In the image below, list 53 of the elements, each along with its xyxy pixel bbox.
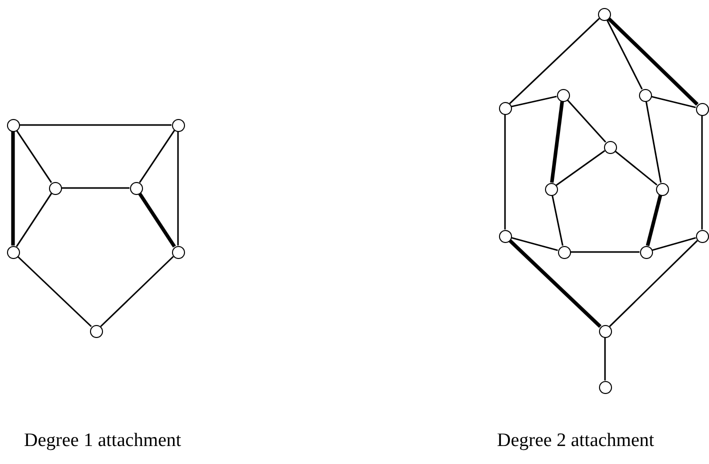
vertex-circle — [556, 88, 570, 102]
vertex-circle — [696, 102, 708, 116]
edge-line — [701, 116, 703, 230]
edge-line — [511, 96, 557, 108]
vertex-circle — [498, 102, 512, 114]
thick-edge-line — [11, 132, 15, 246]
vertex-circle — [638, 88, 652, 102]
edge-line — [62, 187, 130, 189]
edge-line — [566, 99, 606, 143]
vertex-circle — [696, 230, 708, 242]
vertex-circle — [598, 324, 612, 338]
edge-line — [651, 96, 696, 108]
edge-line — [177, 132, 179, 246]
edge-line — [570, 251, 640, 253]
vertex-circle — [640, 246, 652, 258]
edge-line — [645, 101, 662, 183]
edge-line — [652, 237, 696, 251]
graph-caption: Degree 2 attachment — [497, 430, 654, 452]
vertex-circle — [90, 324, 102, 338]
vertex-circle — [130, 182, 142, 194]
edge-line — [556, 150, 606, 186]
vertex-circle — [604, 140, 616, 154]
thick-edge-line — [138, 192, 176, 248]
thick-edge-line — [508, 239, 602, 328]
edge-line — [604, 338, 606, 380]
vertex-circle — [172, 246, 184, 258]
vertex-circle — [48, 182, 62, 194]
vertex-circle — [6, 246, 20, 258]
vertex-circle — [6, 118, 20, 132]
edge-line — [100, 256, 174, 328]
vertex-circle — [544, 182, 558, 196]
graph-caption: Degree 1 attachment — [24, 430, 182, 452]
edge-line — [609, 240, 698, 327]
vertex-circle — [656, 182, 668, 196]
edge-line — [511, 236, 558, 252]
edge-line — [20, 124, 172, 126]
vertex-circle — [558, 246, 570, 258]
edge-line — [504, 114, 506, 230]
thick-edge-line — [550, 101, 564, 183]
vertex-circle — [598, 380, 612, 394]
edge-line — [17, 256, 92, 328]
edge-line — [509, 18, 600, 104]
vertex-circle — [598, 8, 610, 20]
vertex-circle — [498, 230, 512, 242]
vertex-circle — [172, 118, 184, 132]
edge-line — [138, 130, 176, 183]
edge-line — [16, 193, 52, 247]
edge-line — [16, 130, 52, 183]
thick-edge-line — [646, 194, 662, 246]
edge-line — [552, 195, 564, 246]
thick-edge-line — [607, 17, 699, 106]
edge-line — [614, 150, 658, 186]
edge-line — [606, 19, 643, 90]
